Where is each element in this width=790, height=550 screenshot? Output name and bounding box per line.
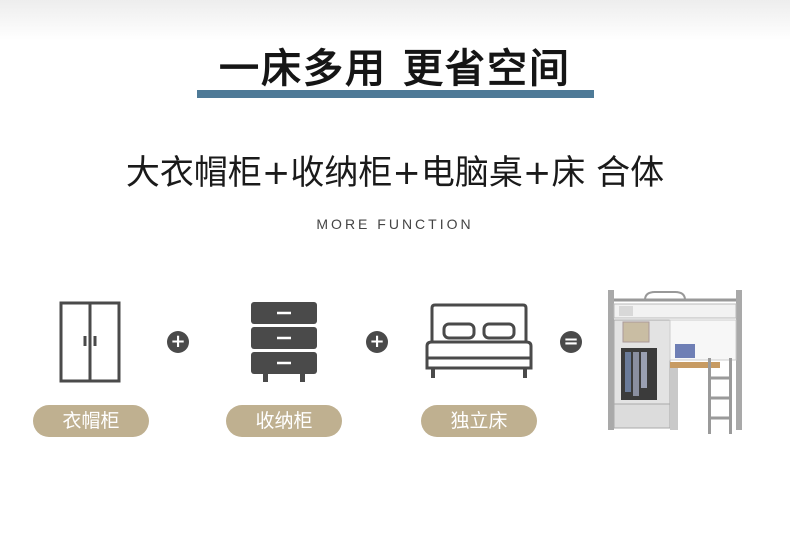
english-subtitle: MORE FUNCTION [316,216,474,232]
wardrobe-label: 衣帽柜 [33,405,149,437]
loft-bed-image [608,290,742,434]
page-title: 一床多用 更省空间 [219,46,571,92]
bed-icon [425,303,533,378]
drawer-cabinet-icon [251,302,317,382]
equals-icon: = [560,331,582,353]
plus-icon: + [167,331,189,353]
storage-cabinet-label: 收纳柜 [226,405,342,437]
top-gradient [0,0,790,40]
bed-label: 独立床 [421,405,537,437]
plus-icon: + [366,331,388,353]
page-subtitle: 大衣帽柜+收纳柜+电脑桌+床 合体 [125,153,665,193]
wardrobe-icon [59,301,121,383]
title-underline-bar [197,90,594,98]
title-section: 一床多用 更省空间 [0,44,790,94]
